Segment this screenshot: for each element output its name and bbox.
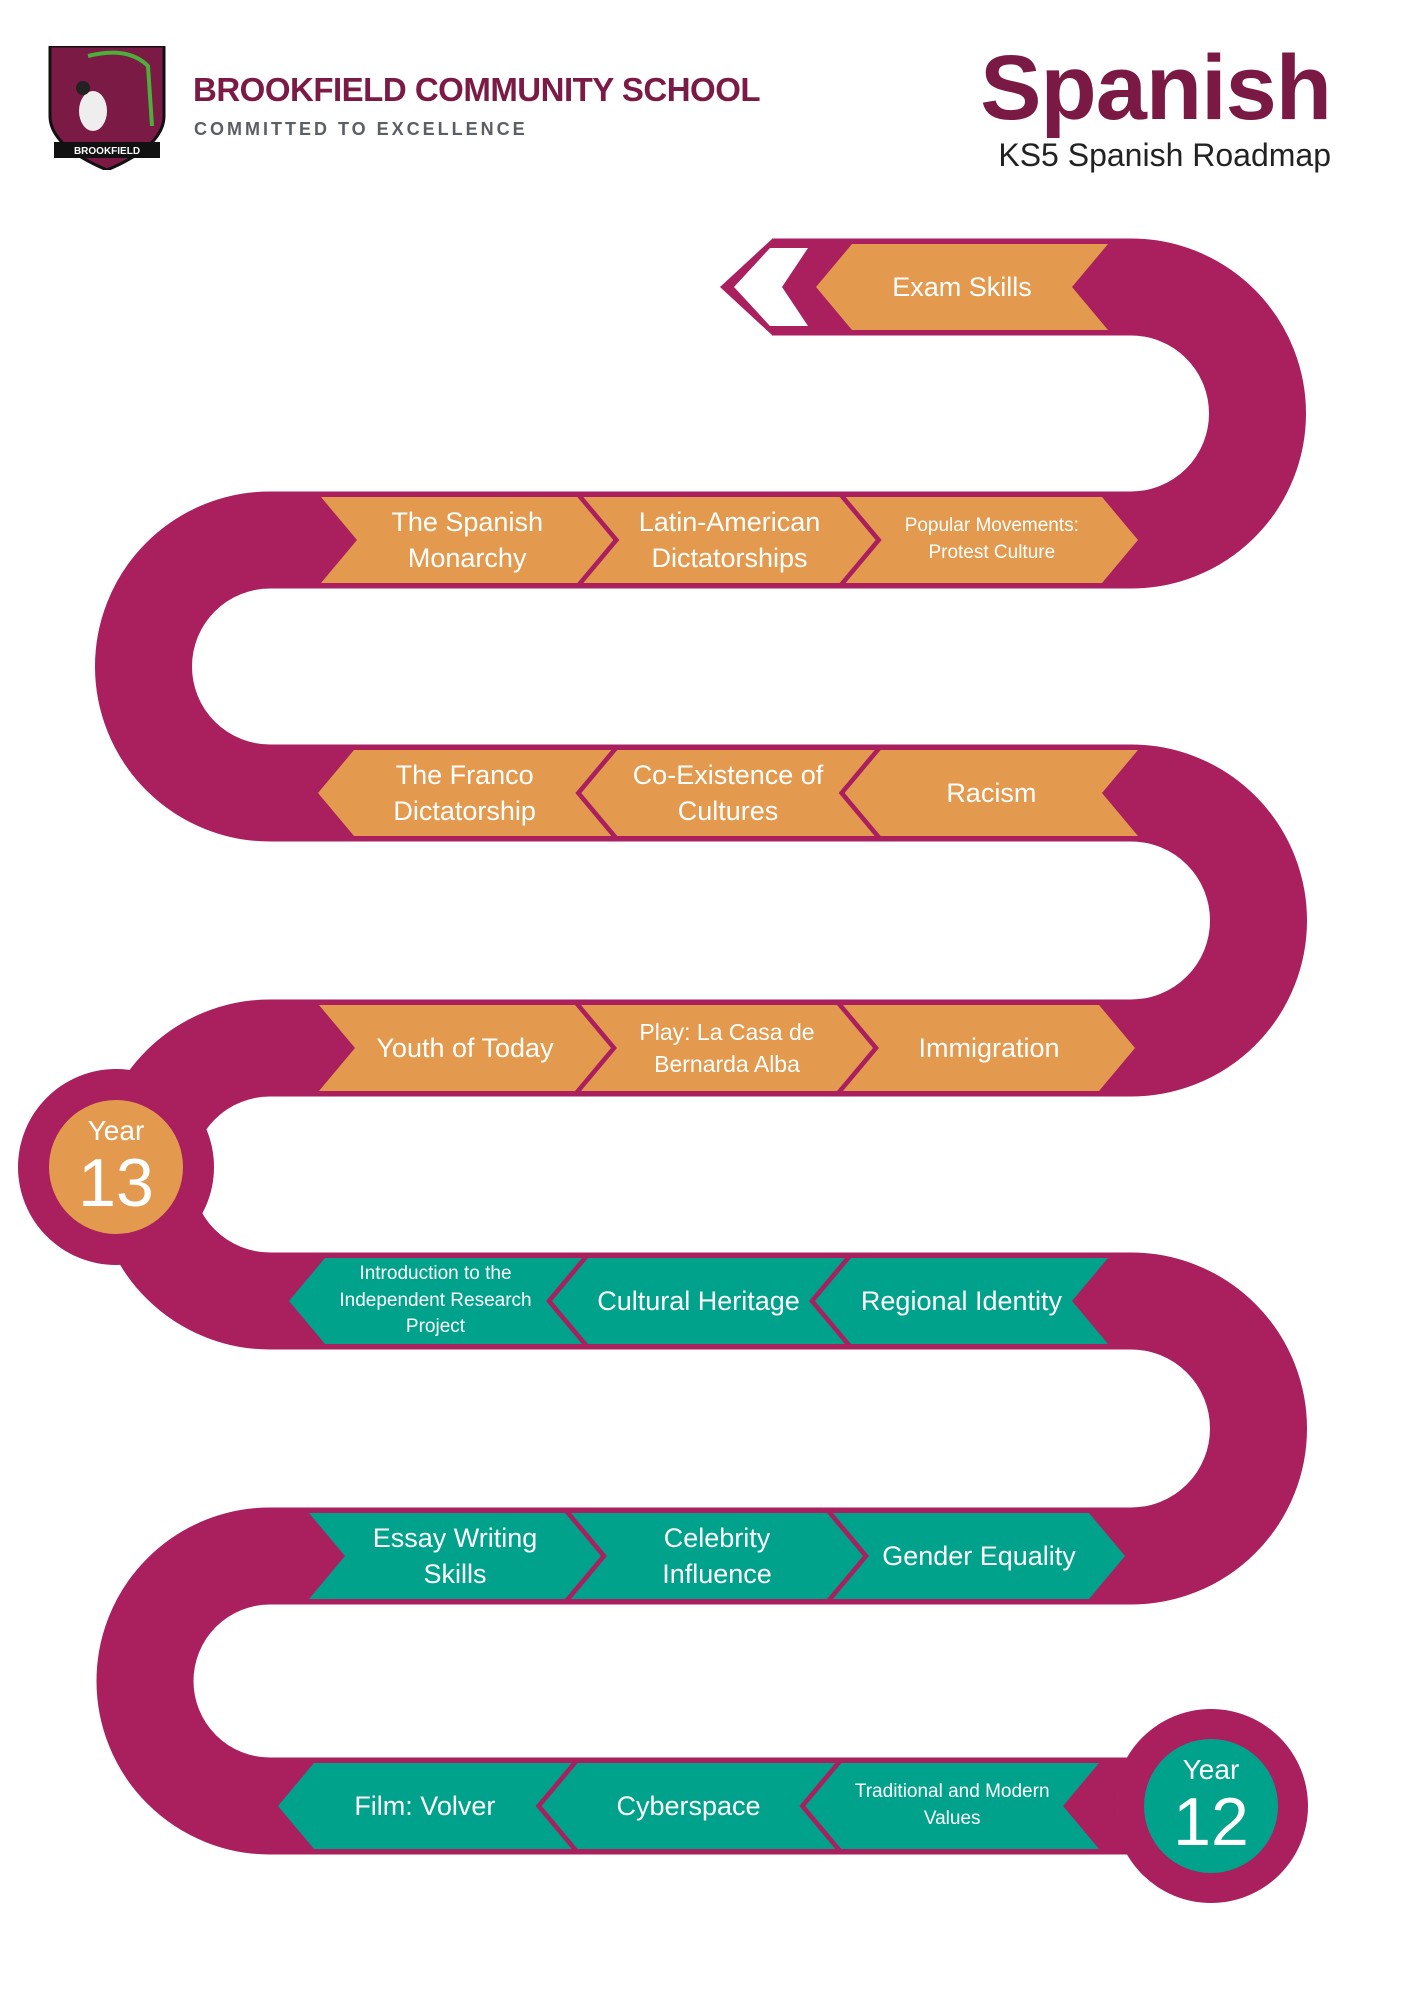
year-13-badge: Year 13 [49,1100,183,1234]
roadmap-row-6: Essay Writing Skills Celebrity Influence… [309,1513,1125,1599]
roadmap-row-7: Film: Volver Cyberspace Traditional and … [278,1763,1099,1849]
year-label: Year [87,1115,145,1146]
topic-chevron: Gender Equality [833,1513,1125,1599]
topic-chevron: Traditional and Modern Values [805,1763,1099,1849]
topic-chevron: Cultural Heritage [552,1258,845,1344]
topic-chevron: Introduction to the Independent Research… [289,1258,582,1344]
topic-chevron: Racism [845,750,1138,836]
svg-text:BROOKFIELD: BROOKFIELD [74,146,140,157]
school-tagline: COMMITTED TO EXCELLENCE [194,119,528,139]
roadmap-row-2: The Spanish Monarchy Latin-American Dict… [321,497,1138,583]
topic-chevron: The Franco Dictatorship [318,750,611,836]
roadmap-row-1: Exam Skills [816,244,1108,330]
roadmap-row-5: Introduction to the Independent Research… [289,1258,1108,1344]
year-number: 13 [78,1145,154,1221]
topic-chevron: Popular Movements: Protest Culture [846,497,1138,583]
year-number: 12 [1173,1784,1249,1860]
topic-chevron: Celebrity Influence [571,1513,863,1599]
topic-chevron: Latin-American Dictatorships [583,497,875,583]
page-subtitle: KS5 Spanish Roadmap [998,137,1331,173]
year-12-badge: Year 12 [1144,1739,1278,1873]
topic-chevron: Co-Existence of Cultures [581,750,874,836]
topic-chevron: Regional Identity [815,1258,1108,1344]
topic-chevron: Cyberspace [542,1763,836,1849]
topic-chevron: Immigration [843,1005,1135,1091]
school-name: BROOKFIELD COMMUNITY SCHOOL [193,71,761,108]
roadmap-row-4: Youth of Today Play: La Casa de Bernarda… [319,1005,1135,1091]
topic-chevron: Youth of Today [319,1005,611,1091]
year-label: Year [1182,1754,1240,1785]
topic-chevron: The Spanish Monarchy [321,497,613,583]
topic-exam-skills: Exam Skills [816,244,1108,330]
school-crest-logo: BROOKFIELD [48,46,166,170]
topic-chevron: Essay Writing Skills [309,1513,601,1599]
topic-chevron: Play: La Casa de Bernarda Alba [581,1005,873,1091]
roadmap-row-3: The Franco Dictatorship Co-Existence of … [318,750,1138,836]
topic-chevron: Film: Volver [278,1763,572,1849]
page-title: Spanish [980,37,1332,139]
